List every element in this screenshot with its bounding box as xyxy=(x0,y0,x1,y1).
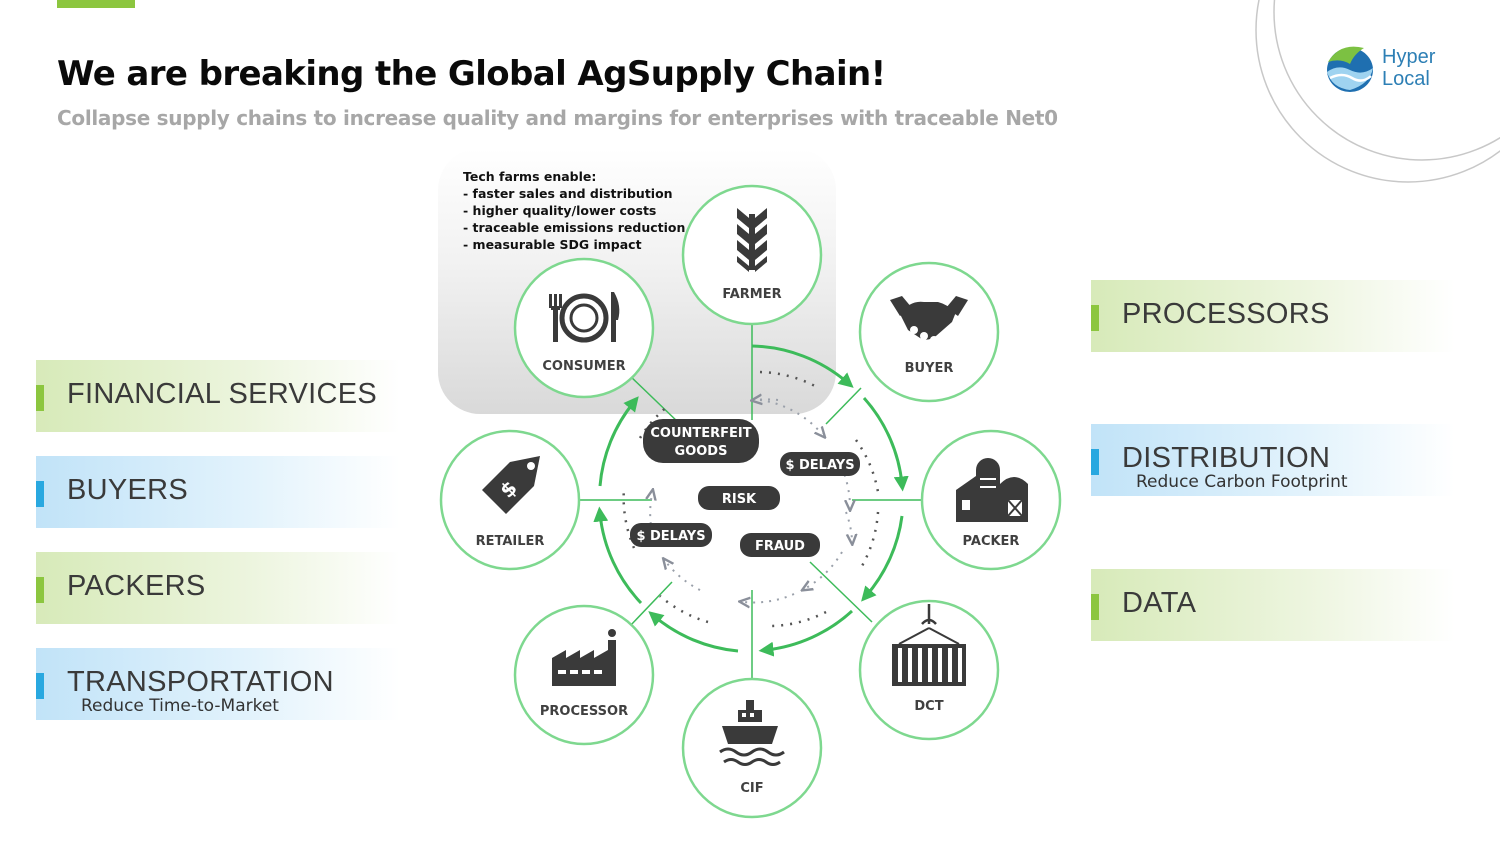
band-distribution: DISTRIBUTION Reduce Carbon Footprint xyxy=(1091,424,1455,496)
node-label: CIF xyxy=(740,781,763,796)
pill-delays-left: $ DELAYS xyxy=(630,523,712,547)
band-marker xyxy=(36,673,44,699)
node-consumer: CONSUMER xyxy=(513,257,655,399)
pill-label: RISK xyxy=(722,492,757,507)
band-marker xyxy=(1091,449,1099,475)
band-packers: PACKERS xyxy=(36,552,400,624)
ship-icon xyxy=(719,700,785,766)
callout-item: - measurable SDG impact xyxy=(463,237,642,252)
band-label: FINANCIAL SERVICES xyxy=(67,378,377,410)
band-transportation: TRANSPORTATION Reduce Time-to-Market xyxy=(36,648,400,720)
node-label: PACKER xyxy=(963,534,1020,549)
callout-heading: Tech farms enable: xyxy=(463,169,597,184)
outer-cycle-arrows xyxy=(593,344,909,657)
node-label: FARMER xyxy=(722,287,781,302)
logo-text: Hyper Local xyxy=(1382,46,1435,90)
node-label: RETAILER xyxy=(476,534,545,549)
container-icon xyxy=(892,604,966,686)
barn-icon xyxy=(956,458,1028,522)
band-label: DATA xyxy=(1122,587,1197,619)
logo-text-line2: Local xyxy=(1382,68,1430,90)
pill-counterfeit-goods: COUNTERFEIT GOODS xyxy=(643,419,759,463)
band-marker xyxy=(1091,594,1099,620)
callout-item: - higher quality/lower costs xyxy=(463,203,657,218)
pill-fraud: FRAUD xyxy=(740,533,820,557)
band-label: TRANSPORTATION xyxy=(67,666,334,698)
factory-icon xyxy=(552,629,616,686)
band-sublabel: Reduce Carbon Footprint xyxy=(1136,472,1348,492)
page-title: We are breaking the Global AgSupply Chai… xyxy=(57,54,886,94)
node-label: DCT xyxy=(914,699,943,714)
wheat-icon xyxy=(737,208,767,272)
node-cif: CIF xyxy=(681,677,823,819)
band-marker xyxy=(36,481,44,507)
node-retailer: $ RETAILER xyxy=(439,429,581,571)
node-packer: PACKER xyxy=(920,429,1062,571)
band-buyers: BUYERS xyxy=(36,456,400,528)
pill-delays-right: $ DELAYS xyxy=(780,452,860,476)
node-dct: DCT xyxy=(858,599,1000,741)
node-label: CONSUMER xyxy=(542,359,625,374)
pill-label: $ DELAYS xyxy=(636,529,705,544)
band-financial-services: FINANCIAL SERVICES xyxy=(36,360,400,432)
callout-text: Tech farms enable: - faster sales and di… xyxy=(463,168,685,253)
pill-label: GOODS xyxy=(675,444,728,459)
node-processor: PROCESSOR xyxy=(513,604,655,746)
page-subtitle: Collapse supply chains to increase quali… xyxy=(57,106,1058,130)
band-marker xyxy=(1091,305,1099,331)
node-label: PROCESSOR xyxy=(540,704,628,719)
node-farmer: FARMER xyxy=(681,184,823,326)
band-sublabel: Reduce Time-to-Market xyxy=(81,696,279,716)
band-label: DISTRIBUTION xyxy=(1122,442,1331,474)
band-label: PROCESSORS xyxy=(1122,298,1330,330)
node-buyer: BUYER xyxy=(858,261,1000,403)
handshake-icon xyxy=(890,296,968,344)
band-processors: PROCESSORS xyxy=(1091,280,1455,352)
price-tag-icon: $ xyxy=(482,456,540,514)
band-marker xyxy=(36,577,44,603)
band-label: BUYERS xyxy=(67,474,189,506)
logo-text-line1: Hyper xyxy=(1382,46,1436,68)
band-data: DATA xyxy=(1091,569,1455,641)
callout-item: - faster sales and distribution xyxy=(463,186,673,201)
band-marker xyxy=(36,385,44,411)
pill-risk: RISK xyxy=(698,486,780,510)
node-label: BUYER xyxy=(905,361,954,376)
band-label: PACKERS xyxy=(67,570,206,602)
pill-label: FRAUD xyxy=(755,539,805,554)
accent-bar xyxy=(57,0,135,8)
hyperlocal-logo-icon xyxy=(1327,46,1373,92)
callout-item: - traceable emissions reduction xyxy=(463,220,686,235)
pill-label: $ DELAYS xyxy=(785,458,854,473)
outer-dotted-ticks xyxy=(622,370,880,628)
plate-cutlery-icon xyxy=(549,292,620,343)
pill-label: COUNTERFEIT xyxy=(650,426,751,441)
